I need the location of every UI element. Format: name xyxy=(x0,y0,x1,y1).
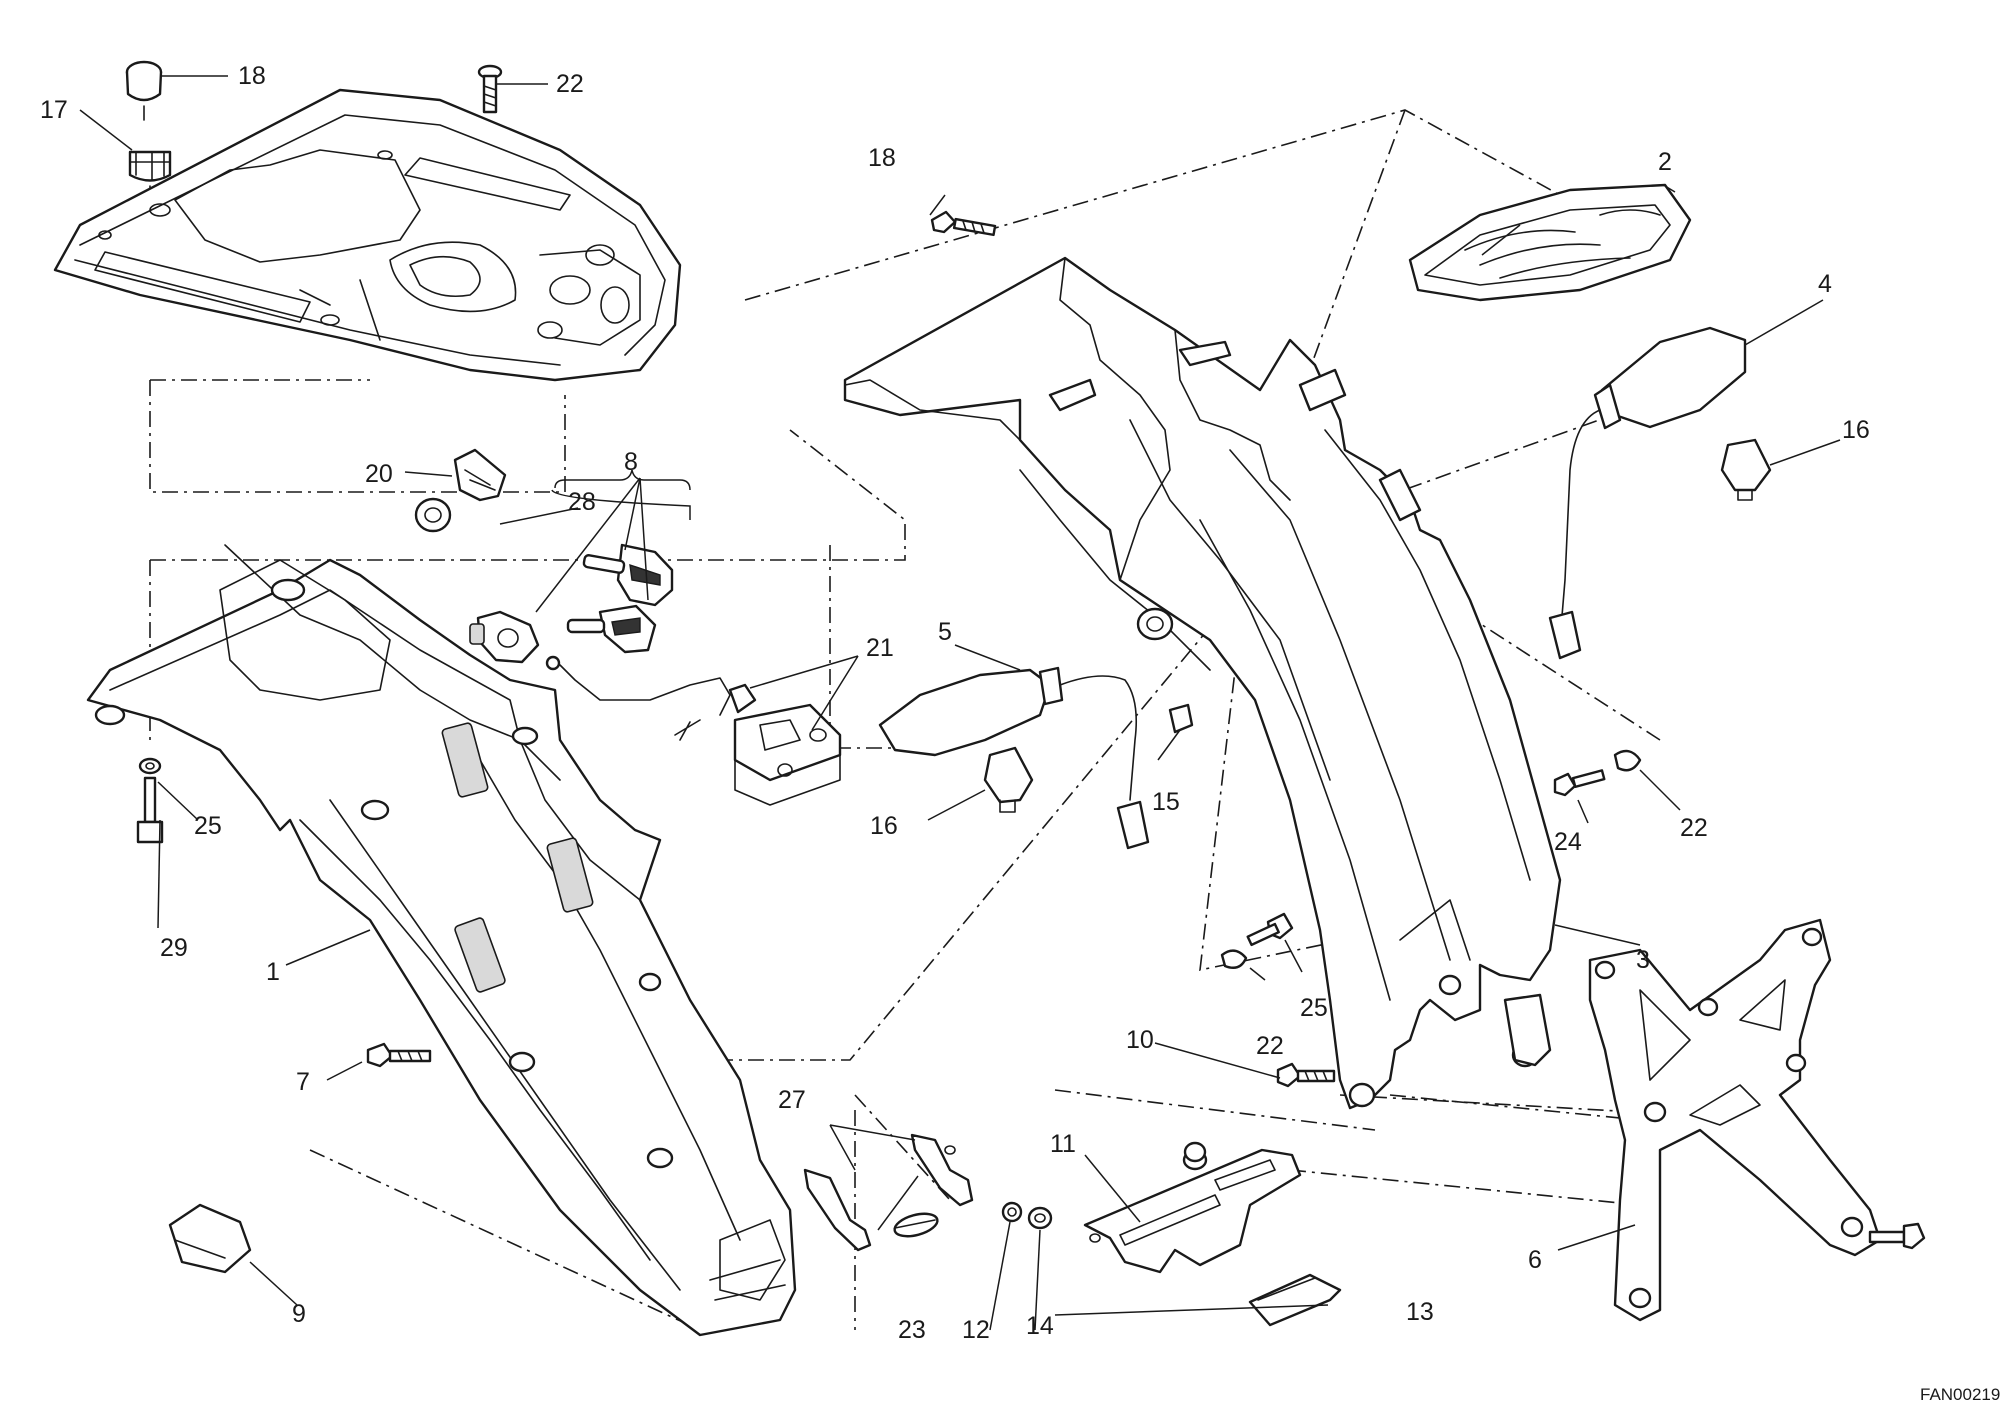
callout-14: 14 xyxy=(1026,1312,1054,1340)
part-25-washer xyxy=(138,757,162,775)
part-1-rear-undertray xyxy=(86,544,797,1337)
part-3-tail-body xyxy=(843,256,1562,1110)
part-20-clip xyxy=(453,448,507,502)
callout-25: 25 xyxy=(194,812,222,840)
part-5-left-indicator xyxy=(878,666,1150,850)
part-13-reflector xyxy=(1248,1273,1342,1327)
part-29-screw xyxy=(136,776,164,844)
callout-1: 1 xyxy=(266,958,280,986)
callout-24: 23 xyxy=(898,1316,926,1344)
part-4-right-indicator xyxy=(1548,326,1747,660)
drawing-code: FAN00219 xyxy=(1920,1385,2000,1404)
callout-2: 2 xyxy=(1658,148,1672,176)
part-6-plate-bracket xyxy=(1588,918,1882,1322)
part-6-screw xyxy=(1868,1222,1926,1250)
callout-15: 15 xyxy=(1152,788,1180,816)
part-19-rubber-stopper xyxy=(125,60,163,121)
part-12-nut xyxy=(1001,1201,1023,1223)
callout-labels: 18 17 22 20 28 8 21 18 2 4 16 5 16 15 22… xyxy=(40,62,1870,1344)
callout-18: 17 xyxy=(40,96,68,124)
part-16-bulb-left xyxy=(983,746,1034,813)
callout-27: 27 xyxy=(778,1086,806,1114)
callout-23: 22 xyxy=(556,70,584,98)
callout-17: 18 xyxy=(868,144,896,172)
part-17-screw xyxy=(930,210,997,237)
part-21-seat-lock-latch xyxy=(545,655,842,806)
callout-5: 5 xyxy=(938,618,952,646)
luggage-rack-plate xyxy=(53,88,682,382)
leader-lines xyxy=(79,75,1841,1331)
part-18-spacer-bush xyxy=(128,150,172,206)
callout-22-right: 22 xyxy=(1680,814,1708,842)
part-28-grommet xyxy=(414,497,452,533)
part-16-bulb-right xyxy=(1720,438,1772,501)
callout-9: 9 xyxy=(292,1300,306,1328)
callout-7: 7 xyxy=(296,1068,310,1096)
callout-11: 11 xyxy=(1050,1130,1076,1158)
part-27-brackets xyxy=(803,1133,974,1252)
callout-21: 21 xyxy=(866,634,894,662)
part-8-brace xyxy=(554,469,691,491)
part-6-nut-top xyxy=(1183,1141,1207,1163)
callout-16-right: 16 xyxy=(1842,416,1870,444)
callout-29: 29 xyxy=(160,934,188,962)
callout-19: 18 xyxy=(238,62,266,90)
callout-10: 10 xyxy=(1126,1026,1154,1054)
callout-26-right: 24 xyxy=(1554,828,1582,856)
part-22-nut-right xyxy=(1613,749,1642,772)
part-10-screw xyxy=(1276,1062,1336,1088)
part-26-screw-right xyxy=(1553,769,1606,797)
part-7-screw xyxy=(366,1042,432,1068)
callout-28: 28 xyxy=(568,488,596,516)
part-9-cover xyxy=(168,1203,252,1274)
callout-12: 12 xyxy=(962,1316,990,1344)
callout-16-left: 16 xyxy=(870,812,898,840)
callout-8: 8 xyxy=(624,448,638,476)
part-11-plate-support xyxy=(1083,1148,1302,1274)
callout-6: 6 xyxy=(1528,1246,1542,1274)
part-22-nut-lower xyxy=(1220,949,1248,969)
callout-20: 20 xyxy=(365,460,393,488)
callout-22-lower: 22 xyxy=(1256,1032,1284,1060)
callout-3: 3 xyxy=(1636,946,1650,974)
part-15-clip xyxy=(1168,703,1194,734)
part-8-lock-and-keys xyxy=(469,543,674,664)
callout-4: 4 xyxy=(1818,270,1832,298)
part-2-tail-light xyxy=(1408,183,1692,302)
callout-26-lower: 25 xyxy=(1300,994,1328,1022)
part-26-screw-lower xyxy=(1246,912,1294,947)
callout-13: 13 xyxy=(1406,1298,1434,1326)
part-24-bulb xyxy=(893,1212,939,1238)
part-23-screw xyxy=(477,64,503,114)
part-14-washer xyxy=(1027,1206,1053,1230)
